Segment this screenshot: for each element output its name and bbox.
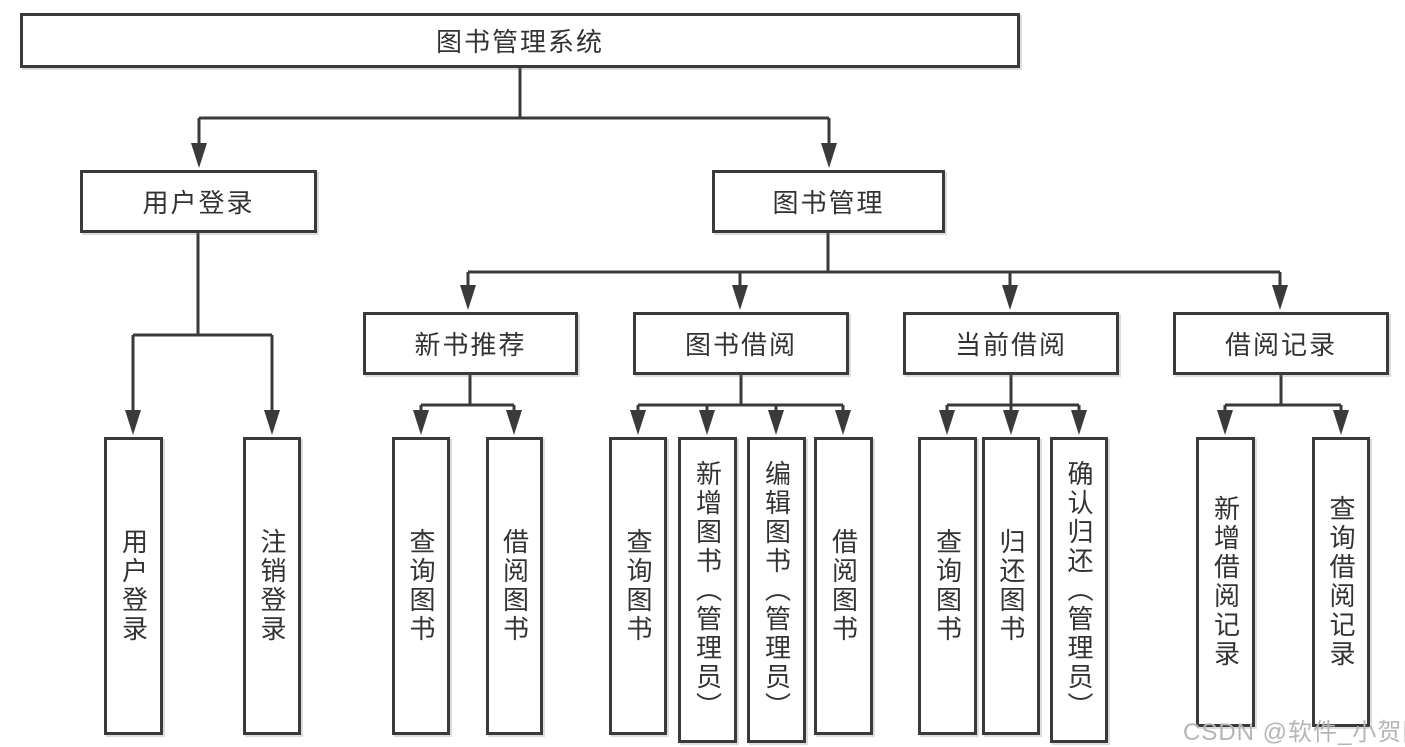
leaf-query-borrow-record: 查询借阅记录 xyxy=(1312,437,1370,727)
node-library-management-system: 图书管理系统 xyxy=(20,13,1020,68)
node-current-borrow: 当前借阅 xyxy=(903,312,1119,375)
node-book-borrow: 图书借阅 xyxy=(633,312,849,375)
leaf-logout: 注销登录 xyxy=(243,437,301,735)
leaf-borrow-book: 借阅图书 xyxy=(814,437,873,735)
node-user-login: 用户登录 xyxy=(80,170,317,233)
leaf-edit-book-admin: 编辑图书（管理员） xyxy=(747,437,806,743)
node-book-management: 图书管理 xyxy=(712,170,945,233)
leaf-query-book-borrow: 查询图书 xyxy=(609,437,667,735)
leaf-user-login: 用户登录 xyxy=(104,437,163,735)
leaf-add-borrow-record: 新增借阅记录 xyxy=(1196,437,1255,727)
leaf-return-book: 归还图书 xyxy=(982,437,1040,735)
leaf-query-book-current: 查询图书 xyxy=(918,437,977,735)
node-new-book-recommend: 新书推荐 xyxy=(363,312,578,375)
node-borrow-records: 借阅记录 xyxy=(1173,312,1389,375)
csdn-watermark: CSDN @软件_小贺同学 xyxy=(1183,719,1405,746)
leaf-query-book-newrec: 查询图书 xyxy=(392,437,450,735)
leaf-borrow-book-newrec: 借阅图书 xyxy=(486,437,543,735)
leaf-confirm-return-admin: 确认归还（管理员） xyxy=(1050,437,1108,743)
leaf-add-book-admin: 新增图书（管理员） xyxy=(678,437,737,743)
